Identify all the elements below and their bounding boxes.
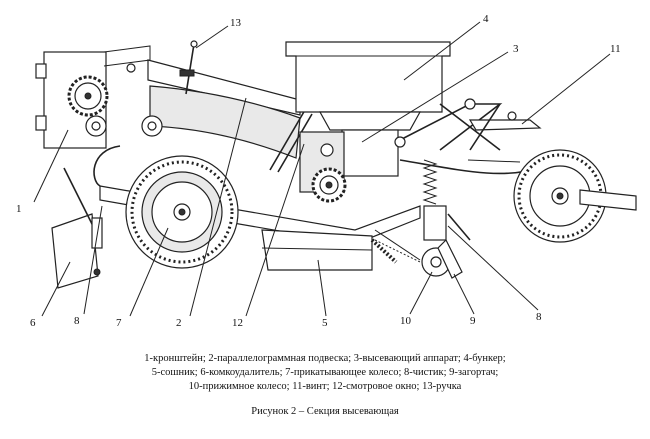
drive-chain — [370, 238, 398, 264]
callout-2: 2 — [176, 317, 182, 329]
callout-7: 7 — [116, 317, 122, 329]
callout-6: 6 — [30, 317, 36, 329]
callout-13: 13 — [230, 17, 242, 29]
callout-8-right: 8 — [536, 311, 542, 323]
figure-caption: Рисунок 2 – Секция высевающая — [251, 406, 399, 417]
clod-remover-part — [51, 167, 103, 289]
leader-lines — [33, 21, 611, 317]
callout-12: 12 — [232, 317, 243, 329]
rear-press-wheel — [513, 149, 637, 243]
parallelogram-linkage — [85, 59, 313, 173]
callout-3: 3 — [513, 43, 519, 55]
callout-8-left: 8 — [74, 315, 80, 327]
pressure-spring — [422, 159, 438, 205]
callout-9: 9 — [470, 315, 476, 327]
callout-5: 5 — [322, 317, 328, 329]
legend-line-3: 10-прижимное колесо; 11-винт; 12-смотров… — [188, 381, 462, 392]
rear-frame — [394, 98, 542, 175]
seeder-section-drawing: 1 2 3 4 5 6 7 8 8 9 10 11 12 13 — [16, 13, 637, 329]
seed-meter-part — [299, 129, 399, 203]
legend-line-1: 1-кронштейн; 2-параллелограммная подвеск… — [144, 353, 506, 364]
hopper-part — [285, 41, 451, 131]
closing-assembly — [421, 205, 471, 279]
parts-legend: 1-кронштейн; 2-параллелограммная подвеск… — [0, 352, 650, 394]
drive-sprocket — [67, 75, 109, 117]
press-wheel — [125, 155, 239, 269]
callout-11: 11 — [610, 43, 621, 55]
legend-line-2: 5-сошник; 6-комкоудалитель; 7-прикатываю… — [151, 367, 499, 378]
callout-10: 10 — [400, 315, 412, 327]
callout-labels: 1 2 3 4 5 6 7 8 8 9 10 11 12 13 — [16, 13, 621, 329]
callout-4: 4 — [483, 13, 489, 25]
callout-1: 1 — [16, 203, 22, 215]
coulter-part — [261, 229, 421, 271]
handle-part — [179, 40, 198, 95]
